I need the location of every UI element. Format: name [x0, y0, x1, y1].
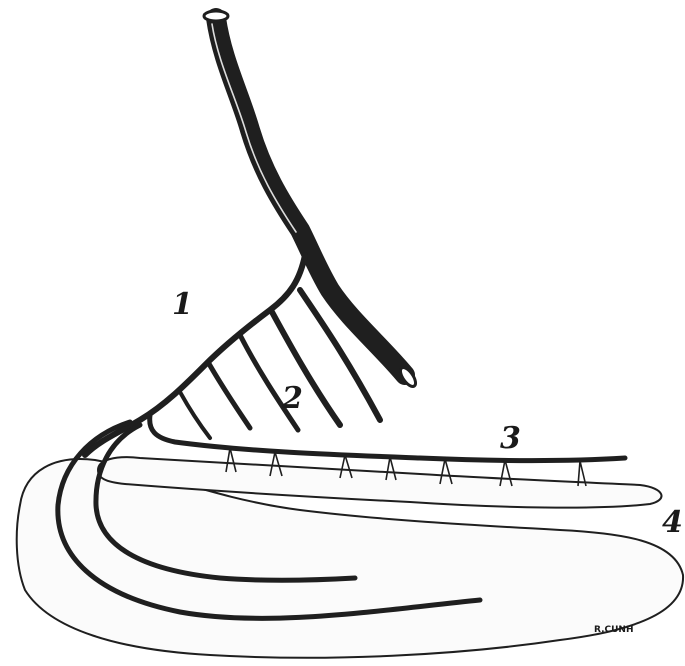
- vessel-cut-end-top: [204, 11, 228, 21]
- label-4: 4: [662, 505, 683, 540]
- vessel-cut-end-bottom: [398, 365, 419, 389]
- label-3: 3: [500, 421, 521, 456]
- side-branch-5: [180, 392, 210, 438]
- main-vessel: [216, 18, 405, 375]
- side-branch-4: [208, 362, 250, 428]
- label-1: 1: [172, 287, 193, 322]
- horizontal-branch: [150, 415, 625, 461]
- artist-signature: R.CUNH: [594, 625, 634, 635]
- label-2: 2: [281, 381, 303, 416]
